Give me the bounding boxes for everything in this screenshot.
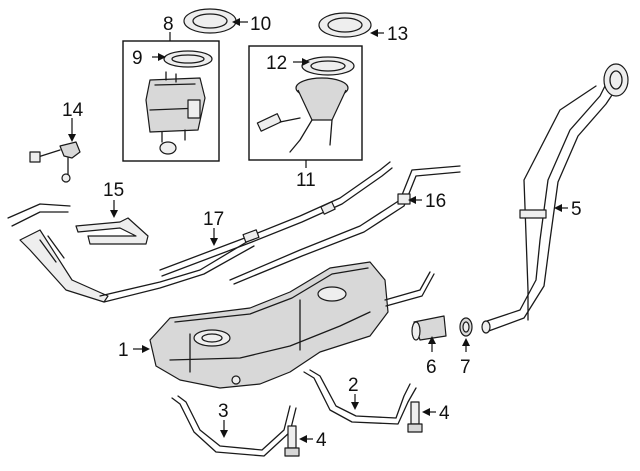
bolt-part-4-left: [284, 425, 300, 457]
hose-part-15: [75, 217, 149, 245]
callout-10: 10: [250, 14, 271, 35]
callout-5: 5: [571, 199, 582, 220]
callout-11: 11: [296, 170, 316, 191]
callout-15: 15: [103, 180, 124, 201]
callout-2: 2: [348, 375, 359, 396]
leader-lines: [68, 18, 568, 443]
callout-16: 16: [425, 191, 446, 212]
callout-12: 12: [266, 53, 287, 74]
callout-8: 8: [163, 14, 174, 35]
tank-strap-part-2: [303, 369, 417, 425]
fuel-tank-part-1: [149, 261, 435, 389]
fuel-pump-module-box: [122, 40, 220, 162]
callout-6: 6: [426, 357, 437, 378]
callout-9: 9: [132, 48, 143, 69]
fuel-pump-module-part-8: [145, 50, 213, 155]
callout-17: 17: [203, 209, 224, 230]
clamp-part-7: [459, 317, 473, 337]
filler-pipe-part-5: [481, 63, 629, 334]
callout-4-left: 4: [316, 430, 327, 451]
vapor-line-bracket: [7, 203, 255, 303]
fuel-line-part-17: [159, 161, 393, 277]
callout-4-right: 4: [439, 403, 450, 424]
filler-hose-part-6: [411, 315, 447, 341]
callout-13: 13: [387, 24, 408, 45]
callout-1: 1: [118, 340, 129, 361]
callout-3: 3: [218, 401, 229, 422]
callout-7: 7: [460, 357, 471, 378]
bolt-part-4-right: [407, 401, 423, 433]
fuel-level-sender-part-11: [256, 56, 355, 153]
vent-valve-part-14: [29, 141, 81, 183]
lock-ring-part-13: [318, 12, 372, 38]
lock-ring-part-10: [183, 8, 237, 34]
callout-14: 14: [62, 100, 84, 121]
tank-strap-part-3: [171, 395, 297, 457]
